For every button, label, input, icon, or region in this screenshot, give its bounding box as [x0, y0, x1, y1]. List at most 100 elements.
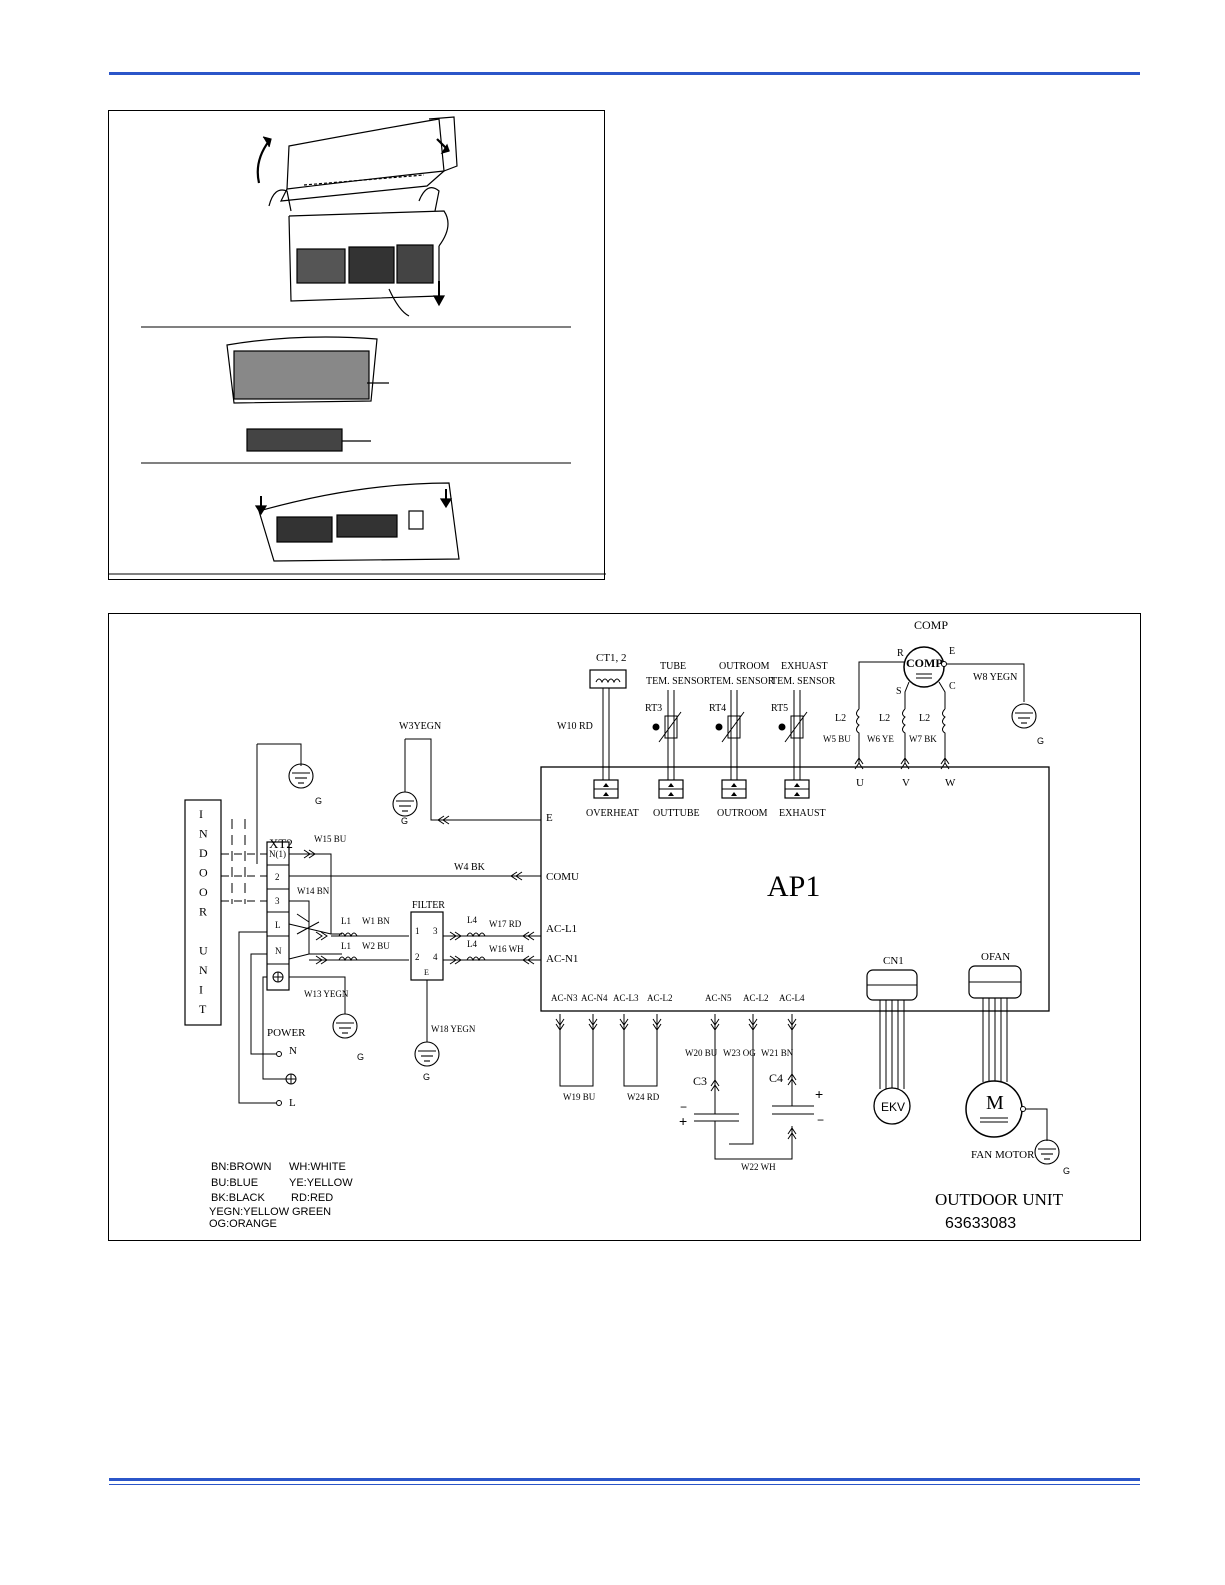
tube-sensor-label-1: TUBE — [660, 661, 686, 672]
l2-label-1: L2 — [835, 713, 846, 724]
ap1-board — [540, 766, 1050, 1012]
comp-title: COMP — [914, 618, 948, 632]
indoor-unit-letter: N — [199, 963, 208, 977]
outroom-sensor-label-1: OUTROOM — [719, 661, 770, 672]
terminal-v: V — [902, 777, 910, 789]
wire-w1: W1 BN — [362, 916, 390, 926]
ap1-terminal-e: E — [546, 812, 553, 824]
filter-pin-e: E — [424, 968, 429, 977]
xt2-pin-3: 3 — [275, 896, 280, 906]
l4-label-1: L4 — [467, 915, 477, 925]
legend-wh: WH:WHITE — [289, 1161, 346, 1173]
wire-w17: W17 RD — [489, 919, 522, 929]
outroom-sensor-label-2: TEM. SENSOR — [710, 676, 775, 687]
outroom-sensor — [715, 690, 745, 780]
wire-w23: W23 OG — [723, 1048, 756, 1058]
rt5-label: RT5 — [771, 703, 788, 714]
ct-label: CT1, 2 — [596, 652, 627, 664]
l2-label-3: L2 — [919, 713, 930, 724]
wire-w13: W13 YEGN — [304, 989, 349, 999]
xt2-label: XT2 — [269, 836, 293, 851]
filter-pin-4: 4 — [433, 952, 438, 962]
ap1-terminal-exhaust: EXHAUST — [779, 808, 826, 819]
svg-text:+: + — [815, 1086, 823, 1102]
header-rule — [109, 72, 1140, 75]
comp-inner-label: COMP — [906, 656, 943, 670]
indoor-unit-letter: T — [199, 1002, 207, 1016]
indoor-unit-letter: N — [199, 827, 208, 841]
ap1-terminal-comu: COMU — [546, 871, 579, 883]
rt3-label: RT3 — [645, 703, 662, 714]
fan-ground-symbol — [1034, 1139, 1060, 1165]
filter-pin-2: 2 — [415, 952, 420, 962]
indoor-unit-letter: I — [199, 983, 203, 997]
ground-label-comp: G — [1037, 736, 1044, 746]
ap1-terminal-ac-n1: AC-N1 — [546, 953, 578, 965]
xt2-pin-n1: N(1) — [269, 849, 286, 859]
indoor-unit-block — [184, 799, 222, 1026]
ground-label-fan: G — [1063, 1166, 1070, 1176]
capacitor-c4-label: C4 — [769, 1071, 783, 1085]
wire-w6: W6 YE — [867, 734, 894, 744]
indoor-unit-letter: O — [199, 866, 208, 880]
wire-w8: W8 YEGN — [973, 672, 1017, 683]
svg-text:+: + — [679, 1113, 687, 1129]
terminal-w: W — [945, 777, 956, 789]
outroom-connector — [721, 779, 747, 799]
ground-label-filter: G — [423, 1072, 430, 1082]
legend-bn: BN:BROWN — [211, 1161, 272, 1173]
part-number: 63633083 — [945, 1215, 1016, 1232]
ground-label-indoor: G — [315, 796, 322, 806]
overheat-connector — [593, 779, 619, 799]
wire-w10: W10 RD — [557, 721, 593, 732]
fan-motor-label: FAN MOTOR — [971, 1149, 1035, 1161]
indoor-unit-letter: D — [199, 846, 208, 860]
ap1-label: AP1 — [767, 870, 820, 903]
ap1-terminal-ac-n4: AC-N4 — [581, 993, 608, 1003]
xt2-terminal-block — [266, 841, 290, 991]
ct-sensor — [589, 669, 627, 689]
wire-w4: W4 BK — [454, 862, 486, 873]
w3-ground-symbol — [392, 791, 418, 817]
cn1-label: CN1 — [883, 955, 904, 967]
step-reinstall-drawing — [254, 482, 460, 562]
wire-w24: W24 RD — [627, 1092, 660, 1102]
l4-label-2: L4 — [467, 939, 477, 949]
outdoor-unit-label: OUTDOOR UNIT — [935, 1190, 1064, 1209]
bottom-wiring — [559, 1014, 814, 1160]
power-wiring — [238, 931, 286, 1104]
wire-w18: W18 YEGN — [431, 1024, 476, 1034]
ofan-wires — [982, 998, 1008, 1082]
ground-label-w3: G — [401, 816, 408, 826]
ground-label-xt2: G — [357, 1052, 364, 1062]
indoor-xt2-links — [221, 853, 267, 902]
svg-text:−: − — [817, 1113, 824, 1127]
ap1-terminal-ac-l4: AC-L4 — [779, 993, 805, 1003]
wiring-diagram-svg: AP1 E COMU AC-L1 AC-N1 OVERHEAT OUTTUBE … — [184, 618, 1070, 1232]
wire-w7: W7 BK — [909, 734, 937, 744]
ekv-label: EKV — [881, 1100, 905, 1114]
ap1-terminal-outtube: OUTTUBE — [653, 808, 700, 819]
capacitor-c3-label: C3 — [693, 1074, 707, 1088]
wire-w3: W3YEGN — [399, 721, 441, 732]
step-remove-filter-drawing — [288, 210, 449, 317]
legend-rd: RD:RED — [291, 1192, 333, 1204]
legend-yegn: YEGN:YELLOW — [209, 1206, 290, 1218]
l1-label-2: L1 — [341, 941, 351, 951]
indoor-unit-letter: I — [199, 807, 203, 821]
wire-w19: W19 BU — [563, 1092, 596, 1102]
illustration-svg — [109, 116, 606, 575]
color-legend: BN:BROWN WH:WHITE BU:BLUE YE:YELLOW BK:B… — [209, 1161, 353, 1230]
legend-bu: BU:BLUE — [211, 1177, 258, 1189]
ap1-terminal-ac-l3: AC-L3 — [613, 993, 639, 1003]
exhaust-sensor — [778, 690, 808, 780]
ap1-terminal-ac-l2-b: AC-L2 — [743, 993, 769, 1003]
rt4-label: RT4 — [709, 703, 726, 714]
cn1-wires — [879, 1000, 905, 1089]
l2-label-2: L2 — [879, 713, 890, 724]
wire-w15: W15 BU — [314, 834, 347, 844]
ap1-terminal-overheat: OVERHEAT — [586, 808, 639, 819]
comp-pin-c: C — [949, 681, 956, 692]
wire-w5: W5 BU — [823, 734, 851, 744]
